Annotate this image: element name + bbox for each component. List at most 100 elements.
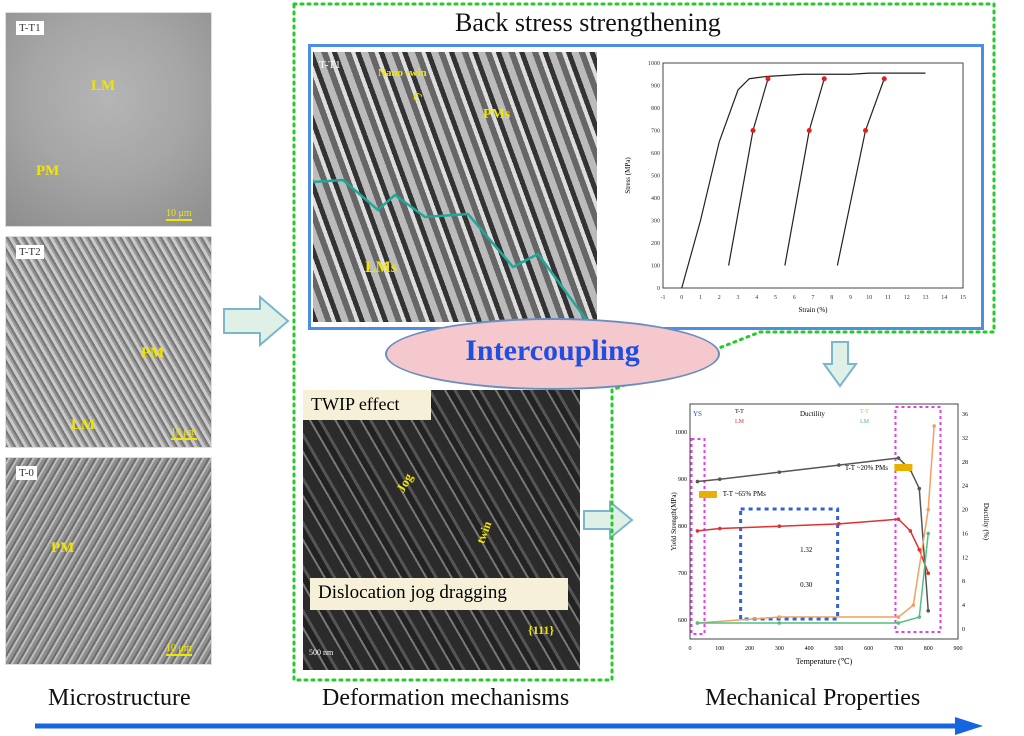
x-tick-label: 4 bbox=[755, 295, 758, 301]
x-tick-label: 3 bbox=[737, 295, 740, 301]
y-right-tick-label: 8 bbox=[962, 579, 965, 585]
y-tick-label: 700 bbox=[678, 571, 687, 577]
micrograph-t-0: T-0 PM 10 μm bbox=[5, 457, 212, 665]
x-tick-label: 400 bbox=[805, 646, 814, 652]
annotation: T-T ~20% PMs bbox=[845, 464, 888, 472]
scale-bar: 10 μm bbox=[166, 208, 192, 221]
highlight-box bbox=[690, 438, 706, 635]
micrograph-t-t2: T-T2 PM LM 10 μm bbox=[5, 236, 212, 448]
data-point bbox=[896, 456, 901, 460]
x-tick-label: -1 bbox=[661, 295, 666, 301]
data-point bbox=[896, 517, 901, 521]
label-pm: PM bbox=[36, 163, 60, 179]
x-tick-label: 12 bbox=[904, 295, 910, 301]
inset-box bbox=[739, 507, 840, 621]
label-microstructure: Microstructure bbox=[48, 685, 191, 711]
intercoupling-label: Intercoupling bbox=[465, 334, 640, 367]
arrow-marker bbox=[894, 464, 913, 471]
series-line bbox=[697, 518, 929, 574]
arrow-marker bbox=[698, 491, 717, 498]
micrograph-tag: T-0 bbox=[16, 466, 37, 480]
data-point bbox=[896, 621, 901, 625]
legend-ys: YS bbox=[693, 410, 702, 418]
data-point bbox=[896, 615, 901, 619]
data-point bbox=[806, 128, 812, 133]
x-tick-label: 9 bbox=[849, 295, 852, 301]
sem-scale: 500 nm bbox=[309, 648, 334, 657]
y-tick-label: 0 bbox=[657, 286, 660, 292]
data-point bbox=[917, 547, 922, 552]
jog-dragging-label: Dislocation jog dragging bbox=[310, 578, 568, 610]
x-tick-label: 200 bbox=[745, 646, 754, 652]
x-tick-label: 700 bbox=[894, 646, 903, 652]
y-tick-label: 100 bbox=[651, 264, 660, 270]
y-tick-label: 400 bbox=[651, 196, 660, 202]
x-tick-label: 900 bbox=[954, 646, 963, 652]
x-tick-label: 11 bbox=[885, 295, 891, 301]
scale-bar: 10 μm bbox=[166, 643, 192, 656]
data-point bbox=[777, 470, 782, 474]
data-point bbox=[917, 486, 922, 491]
right-block-arrow-icon bbox=[583, 500, 634, 540]
x-tick-label: 0 bbox=[680, 295, 683, 301]
label-pm: PM bbox=[51, 540, 75, 556]
x-tick-label: 2 bbox=[718, 295, 721, 301]
y-tick-label: 1000 bbox=[648, 61, 660, 67]
data-point bbox=[717, 526, 722, 531]
y-tick-label: 500 bbox=[651, 174, 660, 180]
y-tick-label: 1000 bbox=[675, 430, 687, 436]
data-point bbox=[695, 529, 700, 533]
y-tick-label: 600 bbox=[678, 618, 687, 624]
x-tick-label: 1 bbox=[699, 295, 702, 301]
x-tick-label: 800 bbox=[924, 646, 933, 652]
legend-entry: LM bbox=[860, 419, 870, 425]
series-line bbox=[697, 425, 935, 624]
back-stress-title: Back stress strengthening bbox=[455, 8, 721, 37]
x-tick-label: 6 bbox=[793, 295, 796, 301]
label-jog: Jog bbox=[392, 470, 416, 495]
micrograph-tag: T-T2 bbox=[16, 245, 44, 259]
legend-entry: T-T bbox=[735, 409, 744, 415]
data-point bbox=[932, 424, 936, 428]
inset-value: 0.30 bbox=[800, 581, 813, 589]
micrograph-t-t1: T-T1 LM PM 10 μm bbox=[5, 12, 212, 227]
y-right-tick-label: 20 bbox=[962, 508, 968, 514]
x-tick-label: 13 bbox=[923, 295, 929, 301]
y-tick-label: 600 bbox=[651, 151, 660, 157]
intercoupling-ellipse bbox=[385, 318, 720, 390]
y-tick-label: 900 bbox=[678, 477, 687, 483]
data-point bbox=[695, 479, 700, 484]
data-point bbox=[777, 621, 782, 625]
data-point bbox=[881, 76, 887, 82]
data-point bbox=[821, 76, 827, 82]
data-point bbox=[863, 128, 868, 133]
y-right-tick-label: 16 bbox=[962, 531, 968, 537]
label-nano-twin: Nano twin bbox=[378, 67, 427, 79]
data-point bbox=[765, 76, 771, 82]
y-right-tick-label: 36 bbox=[962, 412, 968, 418]
label-plane: {111} bbox=[528, 623, 555, 637]
x-tick-label: 500 bbox=[834, 646, 843, 652]
scale-bar: 10 μm bbox=[171, 427, 197, 440]
tem-micrograph: T-T1 Nano twin C PMs LMs bbox=[313, 52, 597, 322]
x-tick-label: 14 bbox=[941, 295, 947, 301]
label-twin: twin bbox=[473, 519, 495, 546]
data-point bbox=[837, 463, 841, 467]
legend-ductility: Ductility bbox=[800, 410, 825, 418]
annotation: T-T ~65% PMs bbox=[723, 490, 766, 498]
y-right-tick-label: 24 bbox=[962, 484, 968, 490]
y-tick-label: 300 bbox=[651, 219, 660, 225]
x-axis-label: Strain (%) bbox=[799, 306, 829, 314]
label-deformation-mechanisms: Deformation mechanisms bbox=[322, 685, 570, 711]
flow-arrow-icon bbox=[35, 717, 983, 735]
data-point bbox=[750, 128, 756, 133]
label-lm: LM bbox=[91, 78, 116, 94]
series-line bbox=[681, 72, 926, 289]
right-block-arrow-icon bbox=[223, 295, 290, 347]
data-point bbox=[926, 571, 931, 575]
x-tick-label: 15 bbox=[960, 295, 966, 301]
y-axis-label: Stress (MPa) bbox=[624, 157, 632, 194]
data-point bbox=[926, 507, 931, 512]
